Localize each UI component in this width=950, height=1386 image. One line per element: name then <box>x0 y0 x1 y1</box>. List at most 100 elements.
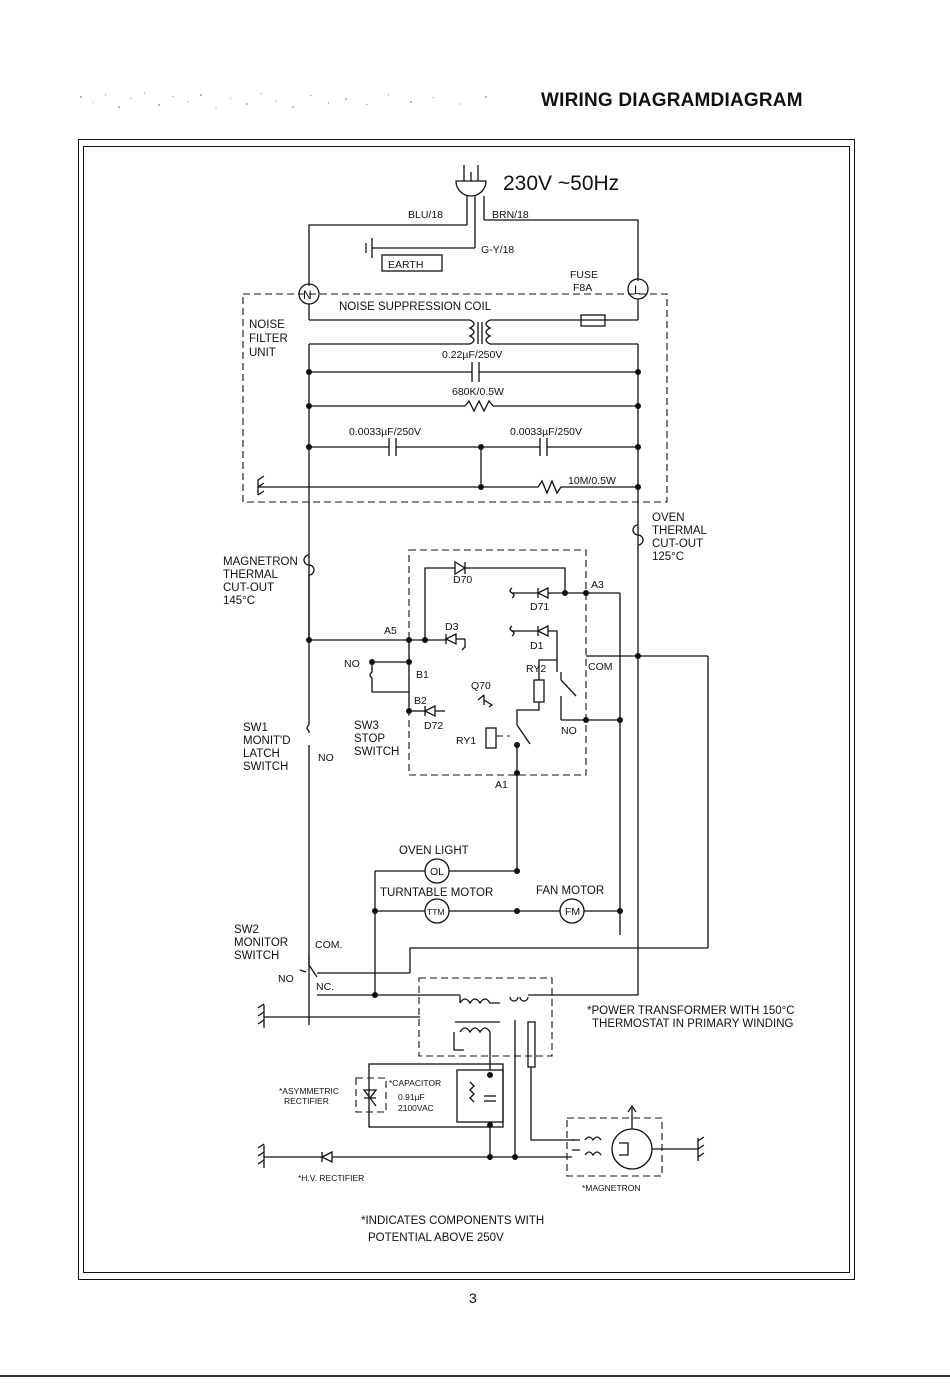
magnetron-cutout-label-line1: MAGNETRON <box>223 556 298 568</box>
noise-filter-label-line1: NOISE <box>249 319 285 331</box>
live-terminal-label: L <box>634 283 641 297</box>
sw3-label-line1: SW3 <box>354 720 379 732</box>
sw2-label-line1: SW2 <box>234 924 259 936</box>
footnote-line1: *INDICATES COMPONENTS WITH <box>361 1215 544 1227</box>
sw1-label-line2: MONIT'D <box>243 735 291 747</box>
d1-label: D1 <box>530 640 544 652</box>
noise-suppression-coil-label: NOISE SUPPRESSION COIL <box>339 301 492 313</box>
filament-winding <box>527 1021 536 1068</box>
magnetron-cutout-label-line3: CUT-OUT <box>223 582 274 594</box>
sw3-no-label: NO <box>344 658 360 670</box>
capacitor-label-line3: 2100VAC <box>398 1103 434 1113</box>
transformer-secondary-winding <box>459 1027 491 1034</box>
relay-ry2-contact <box>560 679 577 697</box>
transistor-q70 <box>477 694 494 708</box>
sw3-label-line3: SWITCH <box>354 746 399 758</box>
footnote-line2: POTENTIAL ABOVE 250V <box>368 1232 504 1244</box>
hv-ground-symbol <box>257 1143 265 1168</box>
magnetron-tube <box>611 1128 653 1170</box>
x-capacitor-label: 0.22µF/250V <box>442 349 502 361</box>
page-title: WIRING DIAGRAMDIAGRAM <box>541 90 803 111</box>
q70-label: Q70 <box>471 680 491 692</box>
d72-label: D72 <box>424 720 443 732</box>
oven-light-label: OVEN LIGHT <box>399 845 469 857</box>
sw1-label-line1: SW1 <box>243 722 268 734</box>
neutral-terminal-label: N <box>303 288 312 302</box>
d71-label: D71 <box>530 601 549 613</box>
asymmetric-rectifier-box <box>355 1077 387 1113</box>
discharge-resistor-label: 10M/0.5W <box>568 475 616 487</box>
sw3-label-line2: STOP <box>354 733 385 745</box>
turntable-motor-symbol-label: TTM <box>427 907 444 917</box>
d3-label: D3 <box>445 621 459 633</box>
y-capacitor-right-label: 0.0033µF/250V <box>510 426 582 438</box>
brn-wire-label: BRN/18 <box>492 209 529 221</box>
transformer-note-line2: THERMOSTAT IN PRIMARY WINDING <box>592 1018 794 1030</box>
a1-label: A1 <box>495 779 508 791</box>
sw1-label-line3: LATCH <box>243 748 280 760</box>
sw2-ground-symbol <box>257 1003 265 1028</box>
noise-filter-label-line2: FILTER <box>249 333 288 345</box>
hv-capacitor-box <box>456 1069 504 1123</box>
earth-label: EARTH <box>388 259 423 271</box>
hv-rectifier-diode <box>320 1150 333 1164</box>
magnetron-cutout-label-line4: 145°C <box>223 595 255 607</box>
bleeder-resistor-label: 680K/0.5W <box>452 386 504 398</box>
noise-suppression-coil <box>309 319 638 345</box>
magnetron-filament-choke <box>572 1136 602 1157</box>
diode-d3 <box>444 632 457 646</box>
sw2-no-label: NO <box>278 973 294 985</box>
com-label: COM <box>588 661 613 673</box>
fuse-label-line2: F8A <box>573 282 592 294</box>
sw2-label-line2: MONITOR <box>234 937 288 949</box>
hv-rectifier-label: *H.V. RECTIFIER <box>298 1173 364 1183</box>
b2-label: B2 <box>414 695 427 707</box>
hv-module-box <box>368 1063 504 1128</box>
magnetron-ground-symbol <box>697 1136 705 1161</box>
sw1-label-line4: SWITCH <box>243 761 288 773</box>
relay-ry1-coil <box>485 727 497 749</box>
ry2-label: RY2 <box>526 663 546 675</box>
power-transformer-boundary <box>418 977 553 1057</box>
ry1-label: RY1 <box>456 735 476 747</box>
magnetron-cutout-label-line2: THERMAL <box>223 569 279 581</box>
relay-ry1-contact <box>516 724 531 745</box>
asymmetric-rectifier-label-line2: RECTIFIER <box>284 1096 329 1106</box>
page-bottom-rule <box>0 1375 950 1377</box>
earth-symbol <box>365 238 475 272</box>
scan-speckle-noise <box>70 82 510 122</box>
oven-cutout-label-line1: OVEN <box>652 512 685 524</box>
diode-d71 <box>536 586 549 600</box>
live-feed-wire <box>484 219 639 281</box>
supply-rating-label: 230V ~50Hz <box>503 172 619 195</box>
diagram-frame-inner <box>83 146 850 1273</box>
diode-d70 <box>454 560 467 576</box>
oven-thermal-cutout <box>632 524 644 546</box>
page-number: 3 <box>469 1290 477 1306</box>
transformer-note-line1: *POWER TRANSFORMER WITH 150°C <box>587 1005 795 1017</box>
noise-filter-unit-boundary <box>242 293 668 503</box>
turntable-motor-label: TURNTABLE MOTOR <box>380 887 493 899</box>
y-capacitor-left-label: 0.0033µF/250V <box>349 426 421 438</box>
fuse <box>580 314 606 327</box>
transformer-primary-winding <box>459 998 500 1005</box>
sw2-monitor-switch <box>299 955 318 978</box>
fuse-label-line1: FUSE <box>570 269 598 281</box>
oven-light-symbol-label: OL <box>430 866 444 878</box>
filter-ground-symbol <box>257 475 265 496</box>
diode-d72 <box>423 704 436 718</box>
noise-filter-label-line3: UNIT <box>249 347 276 359</box>
magnetron-boundary <box>566 1117 663 1177</box>
fan-motor-label: FAN MOTOR <box>536 885 604 897</box>
sw2-nc-label: NC. <box>316 981 334 993</box>
asymmetric-rectifier-label-line1: *ASYMMETRIC <box>279 1086 339 1096</box>
magnetron-thermal-cutout <box>303 554 315 576</box>
relay-ry2-coil <box>533 679 545 703</box>
capacitor-label-line1: *CAPACITOR <box>389 1078 441 1088</box>
fan-motor-symbol-label: FM <box>565 906 580 918</box>
d70-label: D70 <box>453 574 472 586</box>
a3-label: A3 <box>591 579 604 591</box>
neutral-feed-wire <box>308 224 467 286</box>
diode-d1 <box>536 624 549 638</box>
